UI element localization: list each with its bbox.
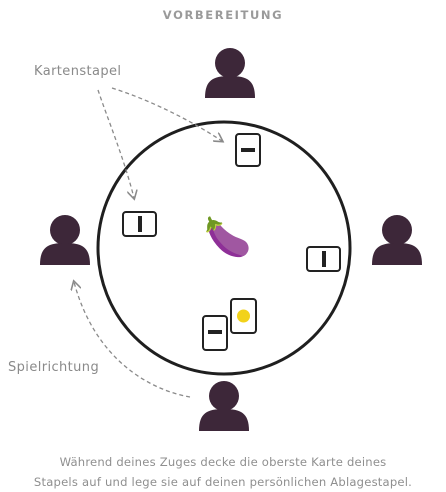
arrow-to-left-stack: [97, 89, 134, 198]
eggplant-icon: 🍆: [204, 215, 251, 259]
table-circle: [96, 120, 352, 376]
player-icon-bottom: [199, 381, 249, 431]
player-icon-top: [205, 48, 255, 98]
caption-line-2: Stapels auf und lege sie auf deinen pers…: [33, 475, 413, 489]
card-stack-top: [235, 133, 261, 167]
player-icon-right: [372, 215, 422, 265]
player-icon-left: [40, 215, 90, 265]
caption: Während deines Zuges decke die oberste K…: [0, 452, 446, 492]
card-stack-label: Kartenstapel: [34, 64, 122, 79]
page-title: VORBEREITUNG: [162, 8, 284, 22]
card-stack-bottom: [202, 315, 228, 351]
caption-line-1: Während deines Zuges decke die oberste K…: [59, 455, 387, 469]
card-stack-right: [306, 246, 341, 272]
play-direction-label: Spielrichtung: [8, 360, 100, 375]
discard-card-yellow: [230, 298, 257, 334]
play-direction-arrow: [74, 282, 191, 398]
card-stack-left: [122, 211, 157, 237]
